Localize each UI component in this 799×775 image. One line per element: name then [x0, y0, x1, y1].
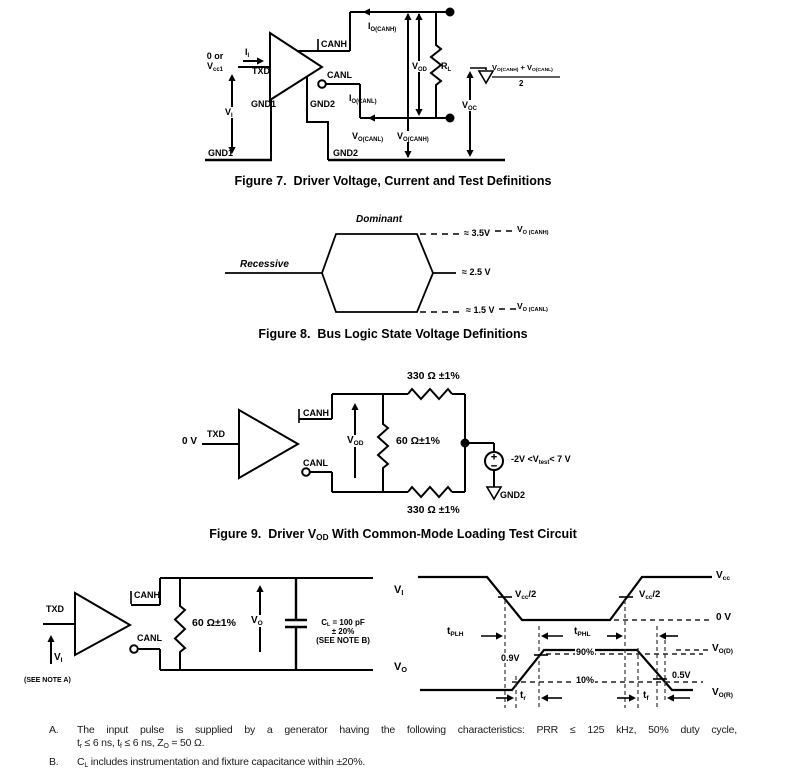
- tc-canh: CANH: [134, 590, 160, 600]
- tc-cl: CL = 100 pF± 20%(SEE NOTE B): [316, 618, 370, 646]
- fig7-canh: CANH: [321, 39, 347, 49]
- fig7-txd: TXD: [252, 66, 270, 76]
- fig7-gnd2-tri: GND2: [310, 99, 336, 109]
- fig7-gnd2-rail: GND2: [333, 148, 359, 158]
- fig8-level-25: ≈ 2.5 V: [462, 267, 491, 277]
- wave-tf: tf: [643, 690, 649, 702]
- fig9-canh: CANH: [303, 408, 329, 418]
- tc-vi: VI: [54, 652, 63, 664]
- wave-tphl: tPHL: [574, 626, 591, 638]
- fig9-res-330-bottom: 330 Ω ±1%: [407, 504, 460, 516]
- note-a-line2: tr ≤ 6 ns, tf ≤ 6 ns, ZO = 50 Ω.: [77, 737, 205, 750]
- fig9-vod-loading-circuit: [202, 387, 504, 501]
- wave-0v: 0 V: [716, 612, 732, 623]
- wave-vod: VO(D): [712, 643, 733, 655]
- tc-see-note-a: (SEE NOTE A): [24, 677, 71, 684]
- timing-waveforms: [418, 575, 712, 708]
- wave-tplh: tPLH: [447, 626, 464, 638]
- wave-vor: VO(R): [712, 687, 733, 699]
- note-a-letter: A.: [49, 724, 59, 736]
- fig7-formula-den: 2: [519, 79, 524, 88]
- fig7-vo-canh: VO(CANH): [396, 131, 430, 143]
- fig8-vo-canh: VO (CANH): [517, 224, 549, 236]
- fig9-input-level: 0 V: [182, 436, 198, 447]
- fig9-gnd2: GND2: [500, 490, 526, 500]
- fig7-canl: CANL: [327, 70, 352, 80]
- wave-10pct: 10%: [575, 675, 596, 686]
- tc-txd: TXD: [46, 604, 64, 614]
- fig9-txd: TXD: [207, 429, 225, 439]
- fig8-caption: Figure 8. Bus Logic State Voltage Defini…: [258, 327, 528, 341]
- wave-90pct: 90%: [575, 647, 596, 658]
- fig8-bus-logic-states: [225, 230, 516, 313]
- fig9-res-330-top: 330 Ω ±1%: [407, 370, 460, 382]
- wave-tr: tr: [520, 690, 526, 702]
- note-a-line1: The input pulse is supplied by a generat…: [77, 724, 737, 736]
- fig8-dominant: Dominant: [356, 214, 403, 225]
- fig8-level-15: ≈ 1.5 V: [466, 305, 495, 315]
- fig7-caption: Figure 7. Driver Voltage, Current and Te…: [234, 174, 552, 188]
- fig8-vo-canl: VO (CANL): [517, 301, 548, 313]
- fig7-voc: VOC: [461, 100, 478, 112]
- tc-vo: VO: [250, 615, 264, 627]
- wave-vcc: Vcc: [716, 570, 731, 582]
- fig9-canl: CANL: [303, 458, 328, 468]
- fig8-recessive: Recessive: [240, 259, 289, 270]
- wave-05v: 0.5V: [671, 670, 692, 681]
- note-b-text: CL includes instrumentation and fixture …: [77, 756, 366, 769]
- fig7-vo-canl: VO(CANL): [351, 131, 385, 143]
- wave-vo: VO: [394, 661, 407, 675]
- fig9-res-60: 60 Ω±1%: [396, 435, 440, 447]
- tc-canl: CANL: [137, 633, 162, 643]
- note-b-letter: B.: [49, 756, 59, 768]
- fig7-driver-test-circuit: [205, 7, 560, 162]
- wave-vcc2-fall: Vcc/2: [515, 589, 537, 601]
- fig9-caption: Figure 9. Driver VOD With Common-Mode Lo…: [209, 527, 577, 543]
- fig7-input-current: II: [245, 47, 250, 59]
- fig7-vi: VI: [224, 107, 234, 119]
- wave-09v: 0.9V: [500, 653, 521, 664]
- fig7-rl: RL: [441, 61, 452, 73]
- fig7-gnd1-rail: GND1: [208, 148, 234, 158]
- switching-test-circuit: [43, 577, 373, 671]
- fig9-vod: VOD: [346, 435, 365, 447]
- fig7-io-canh: IO(CANH): [368, 21, 397, 33]
- fig9-vtest: -2V <Vtest< 7 V: [511, 454, 571, 466]
- fig8-level-35: ≈ 3.5V: [464, 228, 490, 238]
- fig7-gnd1-tri: GND1: [251, 99, 277, 109]
- wave-vcc2-rise: Vcc/2: [639, 589, 661, 601]
- wave-vi: VI: [394, 584, 404, 598]
- fig7-formula-num: VO(CANH) + VO(CANL): [492, 63, 553, 74]
- fig7-io-canl: IO(CANL): [349, 93, 377, 105]
- fig7-vod: VOD: [411, 61, 428, 73]
- tc-res-60: 60 Ω±1%: [192, 617, 236, 629]
